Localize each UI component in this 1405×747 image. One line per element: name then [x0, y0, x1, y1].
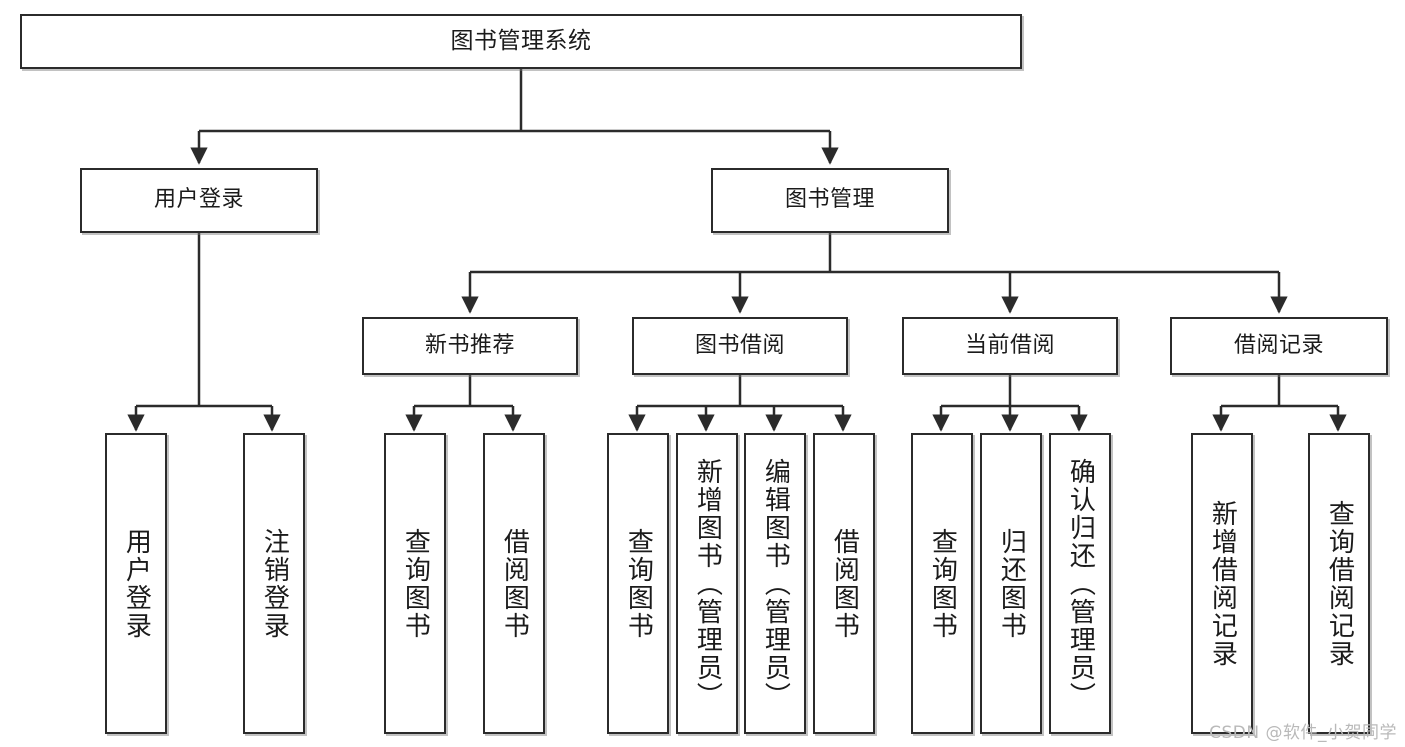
node-user-login-label: 用户登录 [153, 187, 244, 213]
node-book-management[interactable]: 图书管理 [711, 168, 949, 233]
leaf-new-book-borrow-label: 借阅图书 [499, 527, 530, 640]
leaf-user-login-logout-label: 注销登录 [259, 527, 290, 640]
leaf-book-borrow-add[interactable]: 新增图书（管理员） [676, 433, 738, 734]
leaf-borrow-record-add[interactable]: 新增借阅记录 [1191, 433, 1253, 734]
node-book-borrow-label: 图书借阅 [694, 332, 785, 358]
node-current-borrow-label: 当前借阅 [964, 332, 1055, 358]
leaf-book-borrow-edit-label: 编辑图书（管理员） [760, 457, 791, 710]
node-borrow-record-label: 借阅记录 [1233, 332, 1324, 358]
leaf-user-login-login[interactable]: 用户登录 [105, 433, 167, 734]
node-book-borrow[interactable]: 图书借阅 [632, 317, 848, 375]
leaf-new-book-query-label: 查询图书 [400, 527, 431, 640]
node-new-book-recommend-label: 新书推荐 [424, 332, 515, 358]
leaf-user-login-logout[interactable]: 注销登录 [243, 433, 305, 734]
leaf-book-borrow-edit[interactable]: 编辑图书（管理员） [744, 433, 806, 734]
leaf-current-borrow-query[interactable]: 查询图书 [911, 433, 973, 734]
node-borrow-record[interactable]: 借阅记录 [1170, 317, 1388, 375]
leaf-book-borrow-borrow[interactable]: 借阅图书 [813, 433, 875, 734]
leaf-book-borrow-add-label: 新增图书（管理员） [692, 457, 723, 710]
leaf-new-book-query[interactable]: 查询图书 [384, 433, 446, 734]
node-current-borrow[interactable]: 当前借阅 [902, 317, 1118, 375]
leaf-current-borrow-return-label: 归还图书 [996, 527, 1027, 640]
node-root[interactable]: 图书管理系统 [20, 14, 1022, 69]
leaf-user-login-login-label: 用户登录 [121, 527, 152, 640]
leaf-current-borrow-return[interactable]: 归还图书 [980, 433, 1042, 734]
leaf-borrow-record-add-label: 新增借阅记录 [1207, 499, 1238, 668]
leaf-current-borrow-confirm[interactable]: 确认归还（管理员） [1049, 433, 1111, 734]
node-user-login[interactable]: 用户登录 [80, 168, 318, 233]
node-book-management-label: 图书管理 [784, 187, 875, 213]
leaf-borrow-record-query-label: 查询借阅记录 [1324, 499, 1355, 668]
node-new-book-recommend[interactable]: 新书推荐 [362, 317, 578, 375]
leaf-book-borrow-query[interactable]: 查询图书 [607, 433, 669, 734]
leaf-borrow-record-query[interactable]: 查询借阅记录 [1308, 433, 1370, 734]
leaf-book-borrow-borrow-label: 借阅图书 [829, 527, 860, 640]
csdn-watermark: CSDN @软件_小贺同学 [1209, 723, 1397, 743]
leaf-new-book-borrow[interactable]: 借阅图书 [483, 433, 545, 734]
leaf-current-borrow-confirm-label: 确认归还（管理员） [1065, 457, 1096, 710]
node-root-label: 图书管理系统 [450, 27, 592, 54]
leaf-current-borrow-query-label: 查询图书 [927, 527, 958, 640]
leaf-book-borrow-query-label: 查询图书 [623, 527, 654, 640]
